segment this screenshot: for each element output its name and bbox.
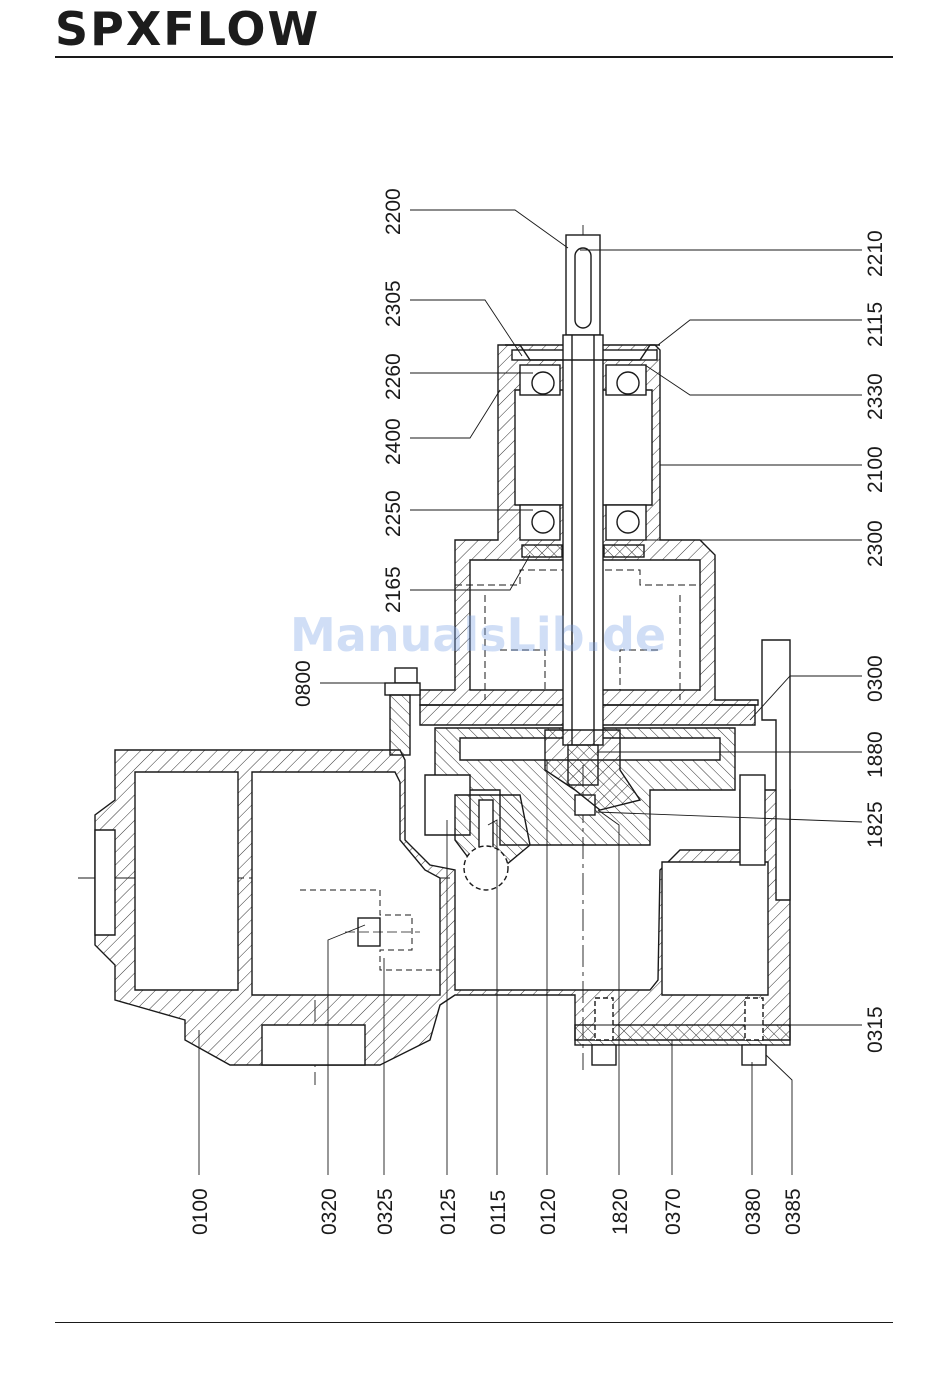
watermark: ManualsLib.de: [290, 608, 666, 662]
footer-rule: [55, 1322, 893, 1323]
label-2300: 2300: [864, 520, 887, 567]
label-2250: 2250: [382, 490, 405, 537]
label-2260: 2260: [382, 353, 405, 400]
label-0385: 0385: [782, 1188, 805, 1235]
label-2400: 2400: [382, 418, 405, 465]
label-0120: 0120: [537, 1188, 560, 1235]
label-1825: 1825: [864, 801, 887, 848]
label-0325: 0325: [374, 1188, 397, 1235]
label-2115: 2115: [864, 302, 887, 347]
label-0320: 0320: [318, 1188, 341, 1235]
label-2200: 2200: [382, 188, 405, 235]
label-1820: 1820: [609, 1188, 632, 1235]
label-0315: 0315: [864, 1006, 887, 1053]
label-0300: 0300: [864, 655, 887, 702]
label-0100: 0100: [189, 1188, 212, 1235]
label-2100: 2100: [864, 446, 887, 493]
label-0380: 0380: [742, 1188, 765, 1235]
label-1880: 1880: [864, 731, 887, 778]
label-2210: 2210: [864, 230, 887, 277]
label-0125: 0125: [437, 1188, 460, 1235]
label-0800: 0800: [292, 660, 315, 707]
label-2330: 2330: [864, 373, 887, 420]
label-0115: 0115: [487, 1190, 510, 1235]
label-2165: 2165: [382, 566, 405, 613]
label-0370: 0370: [662, 1188, 685, 1235]
label-2305: 2305: [382, 280, 405, 327]
